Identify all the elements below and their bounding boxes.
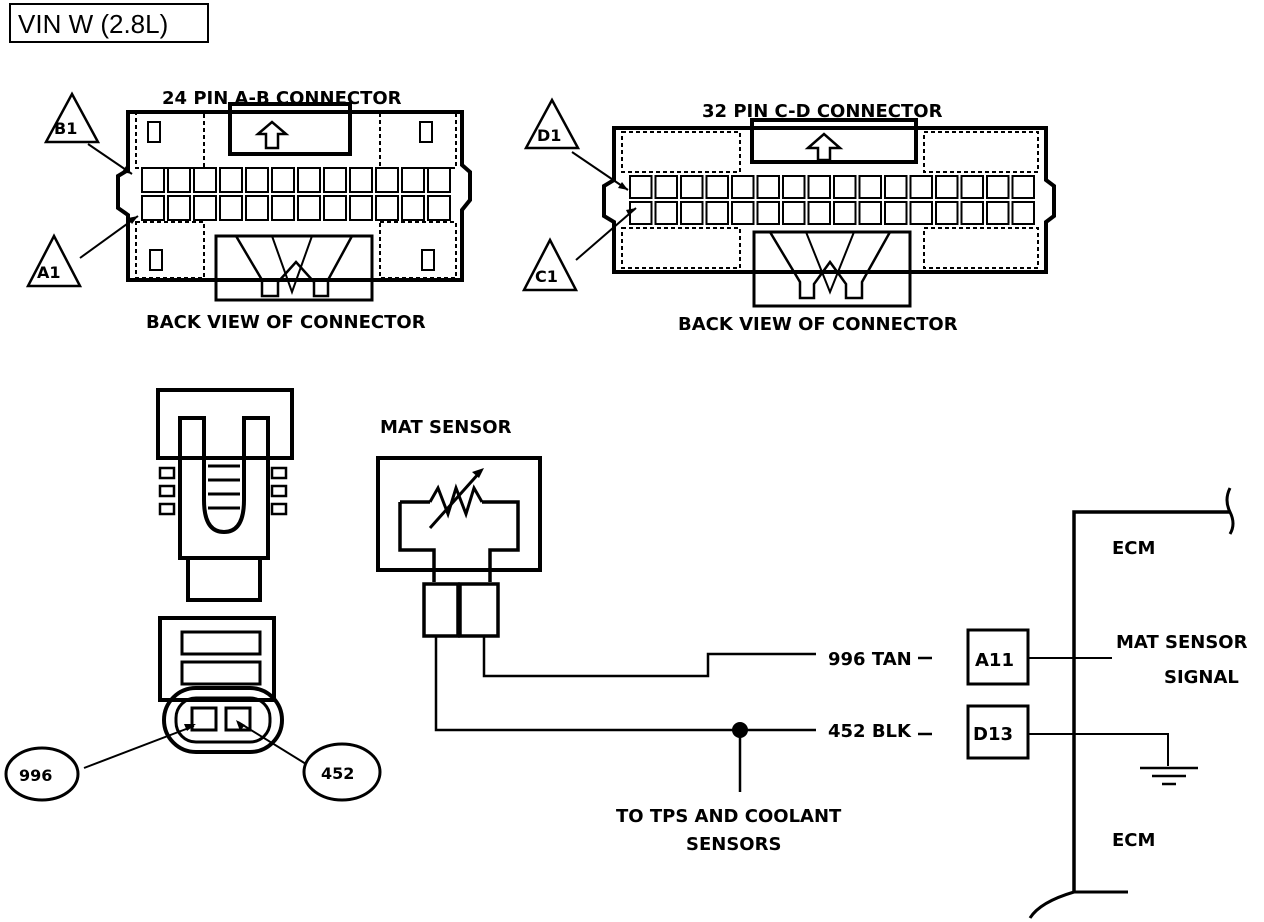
connector-pin-cavity	[731, 175, 755, 199]
connector-pin-cavity	[833, 201, 857, 225]
connector-ab-caption: BACK VIEW OF CONNECTOR	[146, 312, 426, 333]
ecm-pin-a11-label: A11	[975, 650, 1014, 671]
connector-pin-cavity	[349, 195, 373, 221]
pin-b1-callout: B1	[43, 91, 133, 175]
connector-pin-cavity	[833, 175, 857, 199]
connector-pin-cavity	[245, 195, 269, 221]
connector-pin-cavity	[807, 175, 831, 199]
pin-a1-label: A1	[37, 263, 61, 282]
pin-c1-label: C1	[535, 267, 558, 286]
thermistor-symbol	[428, 483, 484, 519]
mat-signal-line1: MAT SENSOR	[1116, 632, 1248, 653]
connector-pin-cavity	[909, 175, 933, 199]
connector-pin-cavity	[167, 167, 191, 193]
connector-pin-cavity	[349, 167, 373, 193]
connector-pin-cavity	[909, 201, 933, 225]
pin-c1-callout: C1	[521, 207, 637, 292]
ecm-pin-a11: A11	[966, 628, 1112, 686]
title-box: VIN W (2.8L)	[9, 3, 209, 43]
ecm-label-top: ECM	[1112, 538, 1155, 559]
connector-ab: 24 PIN A-B CONNECTOR B1 A1	[25, 88, 472, 333]
branch-label-line1: TO TPS AND COOLANT	[616, 806, 842, 827]
connector-pin-cavity	[705, 175, 729, 199]
circuit-996-callout: 996	[4, 724, 196, 802]
connector-pin-cavity	[375, 195, 399, 221]
connector-pin-cavity	[427, 167, 451, 193]
connector-pin-cavity	[219, 167, 243, 193]
connector-pin-cavity	[245, 167, 269, 193]
connector-ab-pins	[141, 167, 451, 221]
diagram-title: VIN W (2.8L)	[18, 9, 168, 39]
connector-pin-cavity	[960, 201, 984, 225]
connector-cd-pins	[629, 175, 1035, 225]
connector-pin-cavity	[884, 175, 908, 199]
circuit-996-label: 996	[19, 766, 52, 785]
sensor-plug	[156, 388, 294, 754]
connector-pin-cavity	[935, 175, 959, 199]
connector-pin-cavity	[427, 195, 451, 221]
connector-pin-cavity	[375, 167, 399, 193]
connector-pin-cavity	[401, 195, 425, 221]
connector-pin-cavity	[193, 195, 217, 221]
circuit-452-callout: 452	[236, 720, 382, 802]
wire-452-blk: 452 BLK TO TPS AND COOLANT SENSORS	[434, 636, 932, 855]
connector-pin-cavity	[219, 195, 243, 221]
connector-pin-cavity	[193, 167, 217, 193]
connector-pin-cavity	[401, 167, 425, 193]
connector-pin-cavity	[271, 195, 295, 221]
ground-symbol	[1140, 766, 1198, 786]
connector-pin-cavity	[141, 167, 165, 193]
connector-pin-cavity	[807, 201, 831, 225]
pin-d1-label: D1	[537, 126, 561, 145]
connector-pin-cavity	[271, 167, 295, 193]
connector-pin-cavity	[654, 175, 678, 199]
connector-pin-cavity	[323, 167, 347, 193]
connector-pin-cavity	[629, 201, 653, 225]
ecm-label-bottom: ECM	[1112, 830, 1155, 851]
wire-452-blk-label: 452 BLK	[828, 721, 912, 742]
connector-cd: 32 PIN C-D CONNECTOR D1 C1 BACK VIEW OF …	[521, 97, 1056, 335]
mat-sensor: MAT SENSOR	[376, 417, 542, 638]
wire-996-tan-label: 996 TAN	[828, 649, 912, 670]
connector-pin-cavity	[782, 201, 806, 225]
connector-pin-cavity	[782, 175, 806, 199]
connector-pin-cavity	[858, 175, 882, 199]
connector-pin-cavity	[858, 201, 882, 225]
connector-pin-cavity	[141, 195, 165, 221]
connector-pin-cavity	[960, 175, 984, 199]
connector-pin-cavity	[1011, 201, 1035, 225]
connector-pin-cavity	[629, 175, 653, 199]
connector-pin-cavity	[680, 201, 704, 225]
connector-pin-cavity	[986, 201, 1010, 225]
connector-pin-cavity	[705, 201, 729, 225]
connector-pin-cavity	[297, 195, 321, 221]
connector-pin-cavity	[1011, 175, 1035, 199]
connector-pin-cavity	[986, 175, 1010, 199]
pin-d1-callout: D1	[523, 97, 629, 191]
connector-pin-cavity	[731, 201, 755, 225]
connector-cd-caption: BACK VIEW OF CONNECTOR	[678, 314, 958, 335]
branch-label-line2: SENSORS	[686, 834, 781, 855]
ecm-pin-d13: D13	[966, 704, 1169, 766]
pin-a1-callout: A1	[25, 215, 139, 288]
connector-pin-cavity	[323, 195, 347, 221]
connector-pin-cavity	[884, 201, 908, 225]
circuit-452-label: 452	[321, 764, 354, 783]
connector-pin-cavity	[756, 175, 780, 199]
connector-pin-cavity	[680, 175, 704, 199]
mat-sensor-title: MAT SENSOR	[380, 417, 512, 438]
pin-b1-label: B1	[54, 119, 77, 138]
connector-cd-title: 32 PIN C-D CONNECTOR	[702, 101, 943, 122]
connector-pin-cavity	[756, 201, 780, 225]
ecm: ECM ECM A11 MAT SENSOR SIGNAL D13	[966, 487, 1248, 919]
connector-pin-cavity	[167, 195, 191, 221]
ecm-pin-d13-label: D13	[973, 724, 1013, 745]
wire-996-tan: 996 TAN	[482, 636, 932, 678]
mat-signal-line2: SIGNAL	[1164, 667, 1239, 688]
connector-pin-cavity	[297, 167, 321, 193]
connector-pin-cavity	[654, 201, 678, 225]
connector-pin-cavity	[935, 201, 959, 225]
